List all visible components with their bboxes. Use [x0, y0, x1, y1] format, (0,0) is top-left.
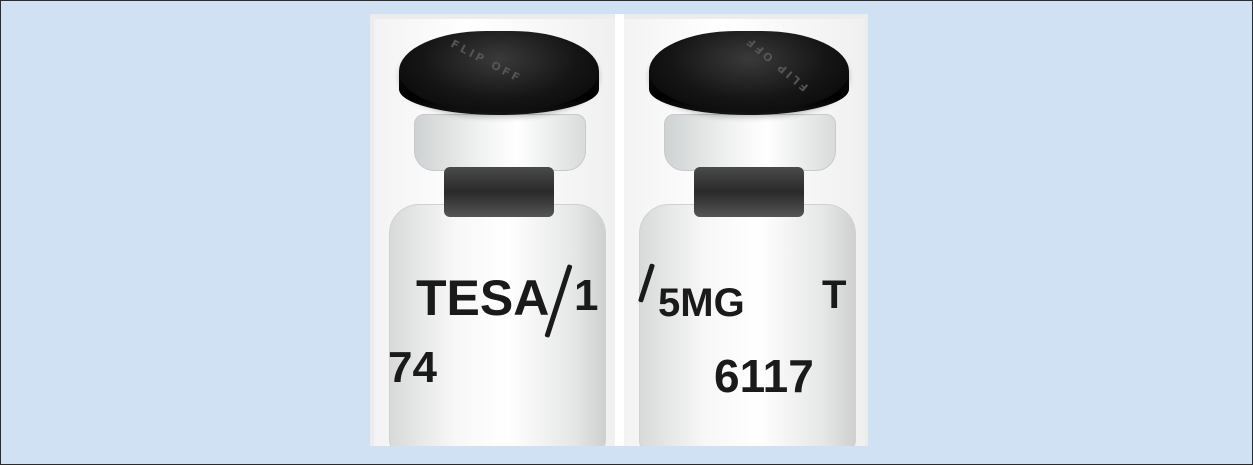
vial-panel-right: FLIP OFF 5MG T 6117 — [624, 19, 865, 446]
label-text-line2: 74 — [388, 343, 437, 392]
vial-photo: FLIP OFF TESA 1 74 FLIP OFF 5MG T 6117 — [370, 14, 868, 446]
label-text-line2: 6117 — [714, 350, 814, 402]
label-text-line1-suffix: T — [822, 273, 847, 317]
label-text-line1: 5MG — [658, 281, 745, 325]
cap-text: FLIP OFF — [448, 37, 525, 86]
rubber-stopper — [694, 167, 804, 217]
vial-neck — [414, 114, 586, 171]
cap-text: FLIP OFF — [742, 33, 811, 94]
flip-off-cap: FLIP OFF — [399, 31, 599, 111]
vial-body — [389, 204, 606, 446]
label-text-line1-suffix: 1 — [574, 271, 599, 320]
flip-off-cap: FLIP OFF — [649, 31, 849, 111]
label-text-line1: TESA — [416, 270, 550, 326]
rubber-stopper — [444, 167, 554, 217]
panel-divider — [615, 14, 624, 446]
vial-neck — [664, 114, 836, 171]
vial-panel-left: FLIP OFF TESA 1 74 — [374, 19, 615, 446]
